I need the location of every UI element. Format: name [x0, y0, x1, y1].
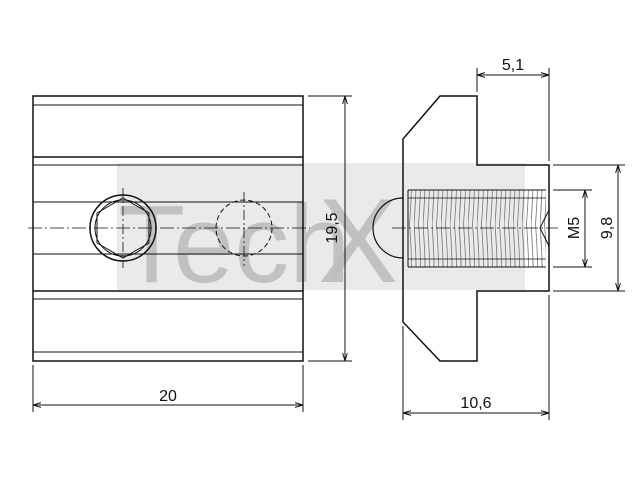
dimension-labels: 20 19,5 10,6 5,1 M5 9,8 — [159, 57, 616, 412]
dim-neck-width: 5,1 — [502, 57, 524, 74]
dim-thread-length: 9,8 — [599, 217, 616, 239]
dim-thread: M5 — [566, 217, 583, 239]
side-view — [372, 95, 558, 362]
watermark-text-left: Tech — [118, 183, 350, 306]
dim-width-side: 10,6 — [460, 395, 491, 412]
watermark-text-right: X — [318, 174, 398, 308]
side-outline — [402, 95, 550, 362]
dimension-lines — [32, 68, 625, 420]
dim-height-front: 19,5 — [324, 212, 341, 243]
spring-ball — [372, 197, 404, 259]
dim-width-front: 20 — [159, 388, 177, 405]
front-outline — [32, 95, 304, 362]
thread-bore — [408, 190, 546, 267]
front-view — [28, 95, 310, 362]
